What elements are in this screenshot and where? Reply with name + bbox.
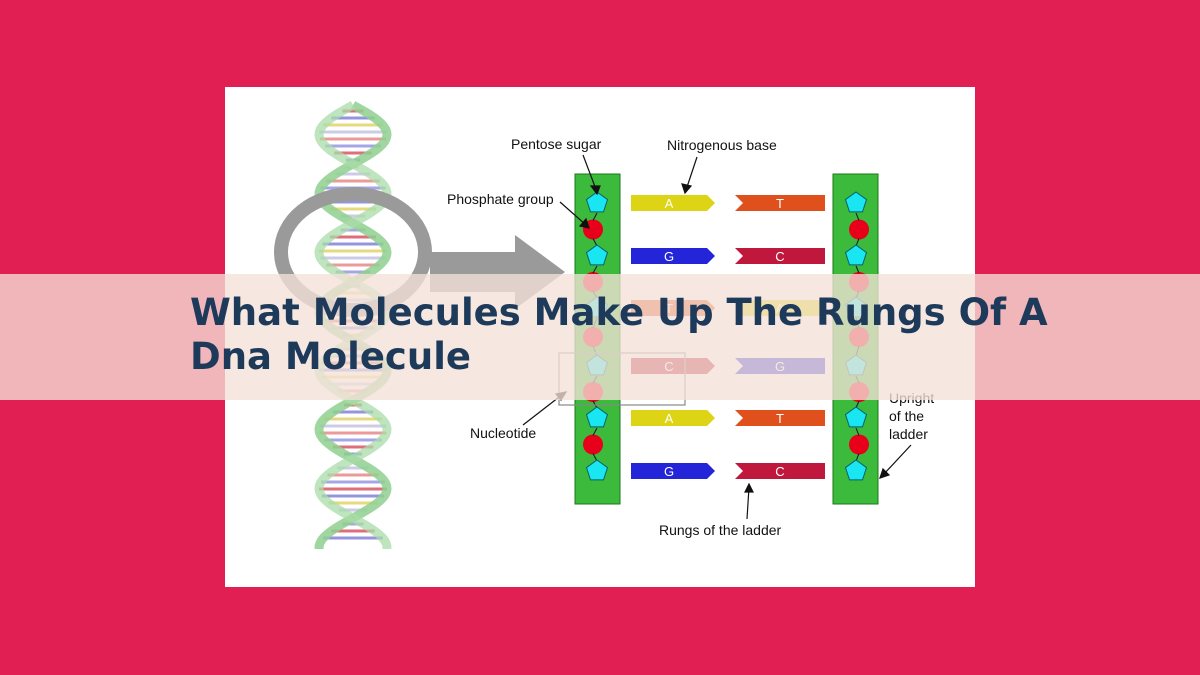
base-A-left <box>631 195 715 211</box>
label-upright-line3: ladder <box>889 426 928 442</box>
base-T-right <box>735 195 825 211</box>
base-letter: T <box>776 196 784 211</box>
pointer-phosphate-group <box>559 201 587 226</box>
base-letter: G <box>664 464 674 479</box>
pentose-sugar-icon <box>585 191 609 213</box>
pentose-sugar-icon <box>844 191 868 213</box>
base-letter: A <box>665 411 674 426</box>
label-upright-line2: of the <box>889 408 924 424</box>
pentose-sugar-icon <box>585 406 609 428</box>
base-letter: T <box>776 411 784 426</box>
phosphate-icon <box>849 434 869 455</box>
pentose-sugar-icon <box>844 459 868 481</box>
base-letter: A <box>665 196 674 211</box>
pentose-sugar-icon <box>585 459 609 481</box>
pointer-nitrogenous-base <box>685 156 698 191</box>
base-letter: G <box>664 249 674 264</box>
phosphate-icon <box>583 434 603 455</box>
page-title: What Molecules Make Up The Rungs Of A Dn… <box>190 291 1048 378</box>
phosphate-icon <box>849 219 869 240</box>
label-phosphate-group: Phosphate group <box>447 191 554 207</box>
label-nucleotide: Nucleotide <box>470 425 536 441</box>
base-A-left <box>631 410 715 426</box>
base-G-left <box>631 463 715 479</box>
pentose-sugar-icon <box>844 244 868 266</box>
title-banner <box>0 274 1200 400</box>
base-C-right <box>735 463 825 479</box>
pointer-upright <box>882 444 912 476</box>
label-pentose-sugar: Pentose sugar <box>511 136 602 152</box>
base-T-right <box>735 410 825 426</box>
base-letter: C <box>775 249 784 264</box>
label-rungs: Rungs of the ladder <box>659 522 782 538</box>
pentose-sugar-icon <box>585 244 609 266</box>
base-letter: C <box>775 464 784 479</box>
pentose-sugar-icon <box>844 406 868 428</box>
base-C-right <box>735 248 825 264</box>
base-G-left <box>631 248 715 264</box>
label-nitrogenous-base: Nitrogenous base <box>667 137 777 153</box>
